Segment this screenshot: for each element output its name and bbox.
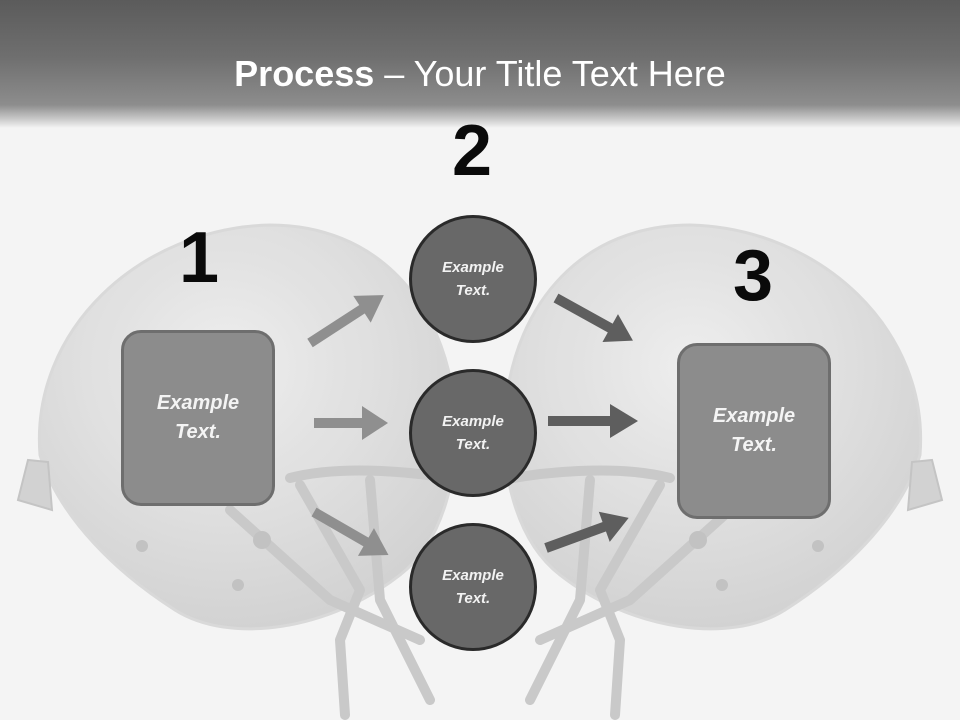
circle-top-text: Example Text. [442,259,504,299]
arrow-middle-to-3 [548,404,638,438]
arrow-1-to-bottom [311,507,389,556]
arrow-1-to-top [307,295,384,348]
step-2-circle-bottom: Example Text. [409,523,537,651]
step-1-number: 1 [178,218,220,298]
step-3-number: 3 [732,236,774,316]
title-bold: Process [234,53,375,94]
slide-title: Process – Your Title Text Here [0,52,960,96]
circle-bottom-text: Example Text. [442,567,504,607]
step-3-box: Example Text. [677,343,831,519]
title-rest: – Your Title Text Here [374,53,726,94]
step-1-box: Example Text. [121,330,275,506]
arrow-top-to-3 [553,293,633,343]
circle-middle-text: Example Text. [442,413,504,453]
step-2-circle-middle: Example Text. [409,369,537,497]
arrow-bottom-to-3 [544,511,629,553]
step-2-number: 2 [451,111,493,191]
step-3-text: Example Text. [712,405,796,456]
arrow-1-to-middle [314,406,388,440]
title-bar [0,0,960,128]
step-2-circle-top: Example Text. [409,215,537,343]
step-1-text: Example Text. [156,392,240,443]
